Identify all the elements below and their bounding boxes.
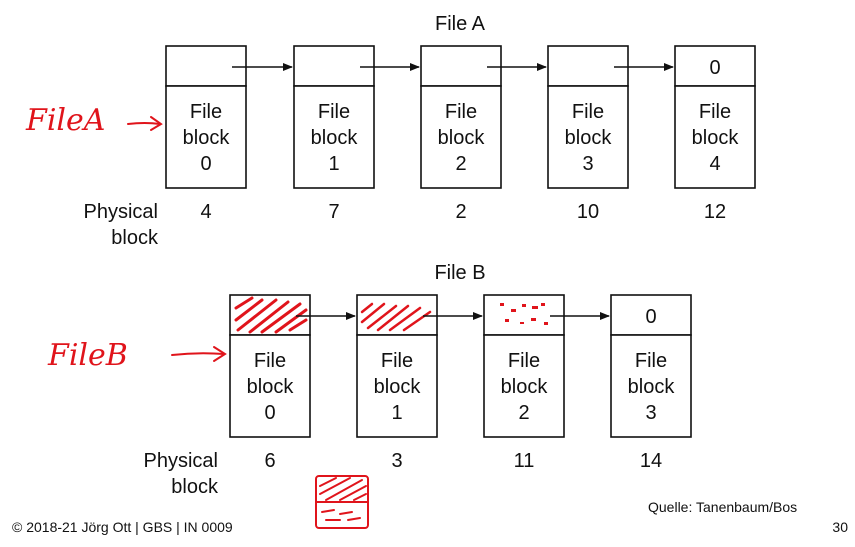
- physical-block-row-label: block: [111, 227, 159, 249]
- file-block-index: 0: [200, 153, 211, 175]
- file-block-label: File: [508, 350, 540, 372]
- handwritten-file-b-label: FileB: [47, 338, 128, 373]
- file-block-label: File: [445, 101, 477, 123]
- file-block-label: File: [381, 350, 413, 372]
- physical-block-row-label: Physical: [84, 201, 158, 223]
- file-block-index: 2: [455, 153, 466, 175]
- file-block-label: File: [572, 101, 604, 123]
- physical-block-number: 11: [514, 450, 535, 472]
- file-block-index: 0: [264, 402, 275, 424]
- physical-block-row-label: Physical: [144, 450, 218, 472]
- file-block-index: 3: [645, 402, 656, 424]
- handwritten-dots-block-2: [500, 303, 548, 325]
- handwritten-arrow-b: [171, 346, 227, 362]
- end-of-chain-pointer: 0: [645, 306, 656, 328]
- page-number: 30: [832, 519, 848, 535]
- file-b-block-3: 0 File block 3: [610, 294, 692, 438]
- file-block-label: block: [692, 127, 740, 149]
- file-a-block-3: File block 3: [547, 45, 629, 189]
- physical-block-number: 6: [264, 450, 275, 472]
- handwritten-file-a-label: FileA: [25, 103, 105, 138]
- physical-block-number: 14: [640, 450, 662, 472]
- file-block-index: 3: [582, 153, 593, 175]
- physical-block-row-label: block: [171, 476, 219, 498]
- file-block-index: 4: [709, 153, 720, 175]
- physical-block-number: 12: [704, 201, 726, 223]
- physical-block-number: 4: [200, 201, 211, 223]
- handwritten-scribble-block-0: [234, 296, 308, 334]
- file-a-block-0: File block 0: [165, 45, 247, 189]
- file-block-label: block: [628, 376, 676, 398]
- file-a-block-4: 0 File block 4: [674, 45, 756, 189]
- handwritten-scribble-block-1: [360, 302, 432, 332]
- file-a-block-2: File block 2: [420, 45, 502, 189]
- file-block-label: block: [501, 376, 549, 398]
- file-block-label: block: [438, 127, 486, 149]
- file-block-label: block: [247, 376, 295, 398]
- physical-block-number: 3: [391, 450, 402, 472]
- file-block-label: block: [311, 127, 359, 149]
- file-block-label: File: [635, 350, 667, 372]
- file-b-title: File B: [434, 262, 485, 284]
- file-block-label: File: [699, 101, 731, 123]
- physical-block-number: 10: [577, 201, 599, 223]
- file-block-label: File: [318, 101, 350, 123]
- file-block-label: block: [565, 127, 613, 149]
- file-a-block-1: File block 1: [293, 45, 375, 189]
- file-block-label: block: [374, 376, 422, 398]
- physical-block-number: 7: [328, 201, 339, 223]
- file-a-title: File A: [435, 13, 486, 35]
- footer-copyright: © 2018-21 Jörg Ott | GBS | IN 0009: [12, 519, 233, 535]
- file-block-index: 1: [391, 402, 402, 424]
- file-block-label: File: [190, 101, 222, 123]
- file-block-index: 2: [518, 402, 529, 424]
- file-block-index: 1: [328, 153, 339, 175]
- handwritten-arrow-a: [127, 116, 163, 131]
- file-b-block-2: File block 2: [483, 294, 565, 438]
- end-of-chain-pointer: 0: [709, 57, 720, 79]
- file-block-label: block: [183, 127, 231, 149]
- file-block-label: File: [254, 350, 286, 372]
- handwritten-block-sketch: [315, 475, 369, 529]
- file-b-block-0: File block 0: [229, 294, 311, 438]
- physical-block-number: 2: [455, 201, 466, 223]
- source-citation: Quelle: Tanenbaum/Bos: [648, 499, 797, 515]
